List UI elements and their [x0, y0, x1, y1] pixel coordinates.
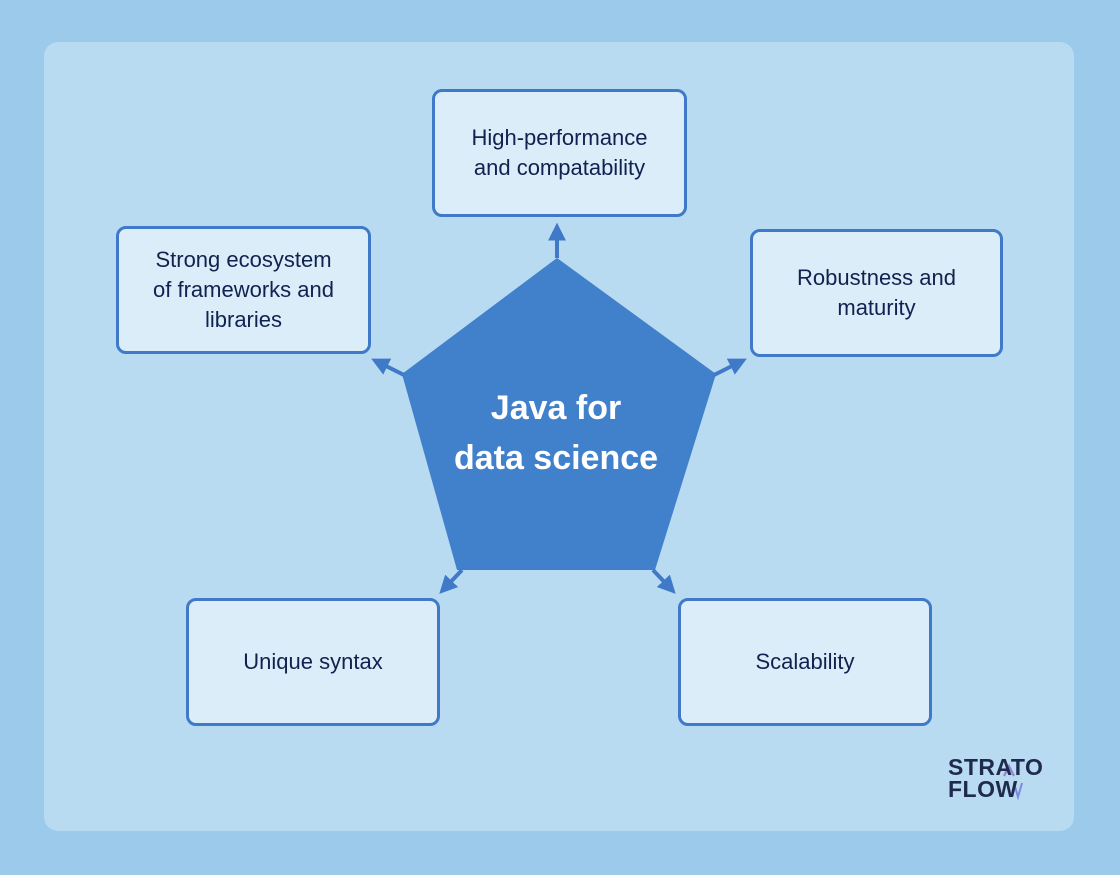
node-scalability: Scalability: [678, 598, 932, 726]
logo-line-2: FLOW: [948, 776, 1018, 802]
node-robustness: Robustness and maturity: [750, 229, 1003, 357]
stratoflow-logo: STRATO FLOW: [948, 756, 1058, 804]
center-label: Java for data science: [453, 389, 659, 477]
node-unique-syntax: Unique syntax: [186, 598, 440, 726]
logo-line-1: STRATO: [948, 754, 1044, 780]
node-high-performance: High-performance and compatability: [432, 89, 687, 217]
node-strong-ecosystem: Strong ecosystem of frameworks and libra…: [116, 226, 371, 354]
